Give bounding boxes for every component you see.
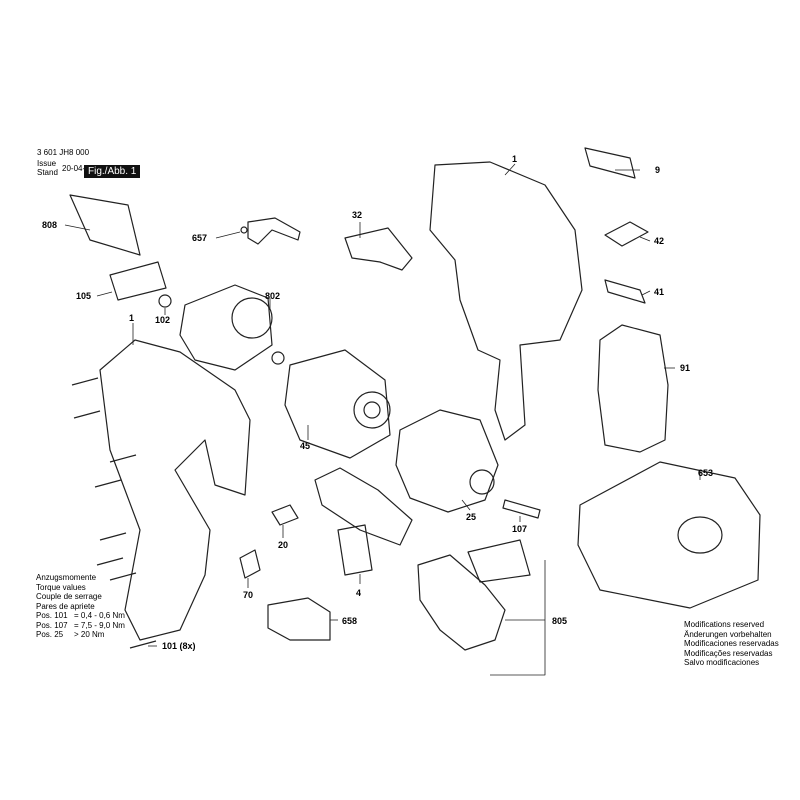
callout-9: 9 [655, 165, 660, 175]
motor-802 [179, 284, 273, 371]
callout-1-left: 1 [129, 313, 134, 323]
callout-805: 805 [552, 616, 567, 626]
chuck-25 [395, 409, 499, 513]
callout-107: 107 [512, 524, 527, 534]
part-20 [271, 504, 299, 526]
callout-808: 808 [42, 220, 57, 230]
callout-25: 25 [466, 512, 476, 522]
torque-value: = 0,4 - 0,6 Nm [74, 611, 125, 620]
torque-line: Pares de apriete [36, 601, 95, 611]
housing-right-1 [429, 161, 583, 441]
leader-lines [64, 163, 701, 676]
callout-658: 658 [342, 616, 357, 626]
modifications-line: Modificaciones reservadas [684, 639, 779, 648]
callout-653: 653 [698, 468, 713, 478]
stand-label: Stand [37, 168, 58, 177]
gearbox-45 [284, 349, 391, 459]
callout-101: 101 (8x) [162, 641, 196, 651]
callout-657: 657 [192, 233, 207, 243]
torque-value: > 20 Nm [74, 630, 105, 639]
torque-line: Couple de serrage [36, 592, 102, 601]
document-number: 3 601 JH8 000 [37, 148, 90, 157]
charger-653 [577, 461, 761, 609]
label-sheet-808 [69, 194, 141, 256]
torque-value: = 7,5 - 9,0 Nm [74, 620, 125, 630]
callout-32: 32 [352, 210, 362, 220]
callout-105: 105 [76, 291, 91, 301]
bracket-657 [247, 217, 301, 245]
clip-70 [239, 549, 261, 579]
modifications-line: Änderungen vorbehalten [684, 629, 772, 639]
modifications-line: Salvo modificaciones [684, 658, 760, 667]
callout-91: 91 [680, 363, 690, 373]
callout-802: 802 [265, 291, 280, 301]
label-42 [604, 221, 649, 247]
torque-line: Torque values [36, 582, 86, 592]
torque-pos: Pos. 101 [36, 611, 68, 620]
label-41 [604, 279, 646, 304]
torque-row: Pos. 25 > 20 Nm [36, 630, 125, 640]
issue-label: Issue [37, 159, 57, 168]
callout-102: 102 [155, 315, 170, 325]
torque-pos: Pos. 107 [36, 620, 68, 630]
callout-45: 45 [300, 441, 310, 451]
callout-42: 42 [654, 236, 664, 246]
torque-line: Anzugsmomente [36, 573, 97, 582]
modifications-note: Modifications reserved Änderungen vorbeh… [684, 620, 779, 668]
nameplate-105 [109, 261, 167, 301]
electronics-4 [314, 467, 413, 546]
callout-1-right: 1 [512, 154, 517, 164]
label-9 [584, 147, 636, 179]
callout-20: 20 [278, 540, 288, 550]
torque-row: Pos. 101 = 0,4 - 0,6 Nm [36, 611, 125, 621]
switch-32 [344, 227, 413, 271]
button-102 [158, 294, 172, 308]
modifications-line: Modificações reservadas [684, 648, 773, 658]
module-658 [267, 597, 331, 641]
figure-label: Fig./Abb. 1 [84, 165, 141, 178]
screw-107 [502, 499, 541, 519]
callout-4: 4 [356, 588, 361, 598]
issue-date: 20-04-27 [62, 164, 95, 173]
callout-41: 41 [654, 287, 664, 297]
modifications-line: Modifications reserved [684, 620, 765, 629]
torque-note: Anzugsmomente Torque values Couple de se… [36, 573, 125, 640]
torque-pos: Pos. 25 [36, 630, 64, 639]
assembly-805 [417, 554, 506, 651]
housing-left-1 [99, 339, 251, 641]
callout-70: 70 [243, 590, 253, 600]
screws-101 [71, 377, 157, 649]
battery-91 [597, 324, 669, 453]
torque-row: Pos. 107 = 7,5 - 9,0 Nm [36, 621, 125, 631]
